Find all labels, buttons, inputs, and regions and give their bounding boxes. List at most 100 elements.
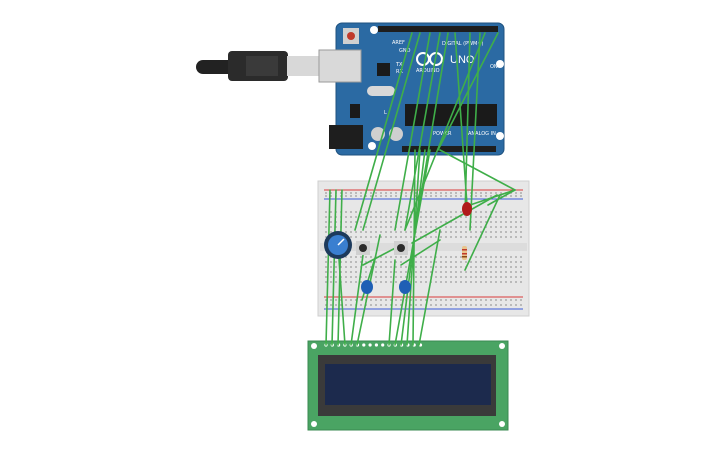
breadboard-hole	[380, 271, 382, 273]
breadboard-hole	[350, 266, 352, 268]
wire[interactable]	[331, 189, 337, 346]
wire[interactable]	[418, 229, 441, 346]
breadboard-hole	[370, 192, 372, 194]
breadboard-hole	[435, 281, 437, 283]
breadboard-hole	[405, 231, 407, 233]
breadboard-hole	[465, 231, 467, 233]
breadboard-hole	[455, 236, 457, 238]
breadboard-hole	[325, 192, 327, 194]
led-red[interactable]	[462, 202, 472, 216]
breadboard-hole	[420, 231, 422, 233]
reset-button-cap[interactable]	[347, 32, 355, 40]
breadboard-hole	[505, 226, 507, 228]
breadboard-hole	[495, 221, 497, 223]
pushbutton-2-cap[interactable]	[397, 244, 405, 252]
breadboard-hole	[475, 266, 477, 268]
breadboard-hole	[520, 271, 522, 273]
wire[interactable]	[412, 149, 416, 346]
breadboard-hole	[410, 231, 412, 233]
breadboard-hole	[480, 195, 482, 197]
usb-cable[interactable]	[196, 51, 319, 81]
breadboard-hole	[435, 304, 437, 306]
breadboard-hole	[475, 281, 477, 283]
resistor[interactable]	[462, 246, 467, 260]
capacitor-1-ceramic[interactable]	[361, 280, 373, 294]
wire[interactable]	[388, 259, 396, 346]
breadboard-hole	[325, 195, 327, 197]
breadboard-hole	[485, 195, 487, 197]
breadboard-hole	[460, 304, 462, 306]
breadboard-hole	[415, 261, 417, 263]
wire[interactable]	[469, 32, 481, 231]
wire[interactable]	[404, 32, 486, 231]
lcd-mount-hole	[311, 421, 317, 427]
breadboard-hole	[405, 211, 407, 213]
breadboard-hole	[495, 231, 497, 233]
wire[interactable]	[464, 32, 471, 216]
breadboard-hole	[460, 266, 462, 268]
breadboard-hole	[480, 266, 482, 268]
breadboard-hole	[350, 211, 352, 213]
breadboard-hole	[505, 261, 507, 263]
breadboard-hole	[395, 276, 397, 278]
breadboard-hole	[395, 256, 397, 258]
breadboard-hole	[500, 231, 502, 233]
breadboard-hole	[330, 304, 332, 306]
breadboard-hole	[350, 226, 352, 228]
breadboard-hole	[495, 266, 497, 268]
breadboard-hole	[380, 276, 382, 278]
lcd-screen[interactable]	[325, 364, 491, 405]
wires[interactable]	[325, 32, 516, 346]
breadboard-hole	[360, 256, 362, 258]
breadboard-hole	[370, 211, 372, 213]
lcd-pin	[374, 343, 378, 347]
wire[interactable]	[439, 149, 516, 191]
breadboard-hole	[510, 211, 512, 213]
breadboard-hole	[405, 271, 407, 273]
wire[interactable]	[411, 194, 498, 244]
potentiometer[interactable]	[324, 231, 352, 259]
lcd-module[interactable]	[307, 340, 509, 431]
wire[interactable]	[354, 32, 413, 231]
wire[interactable]	[337, 244, 346, 346]
breadboard-hole	[455, 281, 457, 283]
breadboard-hole	[515, 281, 517, 283]
wire[interactable]	[362, 32, 421, 231]
breadboard-hole	[520, 195, 522, 197]
pushbutton-2[interactable]	[394, 241, 408, 255]
wire[interactable]	[394, 32, 431, 231]
pushbutton-1[interactable]	[356, 241, 370, 255]
breadboard-hole	[465, 271, 467, 273]
breadboard-hole	[480, 192, 482, 194]
breadboard-hole	[440, 266, 442, 268]
breadboard-hole	[495, 211, 497, 213]
capacitor-2-ceramic[interactable]	[399, 280, 411, 294]
wire[interactable]	[487, 189, 516, 206]
wire[interactable]	[400, 239, 441, 266]
breadboard-hole	[440, 221, 442, 223]
breadboard-hole	[380, 236, 382, 238]
wire[interactable]	[454, 32, 468, 206]
breadboard-hole	[375, 299, 377, 301]
breadboard-hole	[385, 216, 387, 218]
breadboard-hole	[440, 195, 442, 197]
breadboard-hole	[460, 281, 462, 283]
wire[interactable]	[464, 194, 501, 271]
wire[interactable]	[325, 189, 331, 346]
wire[interactable]	[415, 32, 449, 226]
breadboard-hole	[390, 276, 392, 278]
wire[interactable]	[350, 254, 364, 346]
wire[interactable]	[437, 32, 499, 151]
breadboard-hole	[380, 304, 382, 306]
breadboard-hole	[385, 271, 387, 273]
breadboard-hole	[475, 276, 477, 278]
breadboard-hole	[380, 231, 382, 233]
breadboard-hole	[370, 236, 372, 238]
breadboard-hole	[325, 256, 327, 258]
breadboard-hole	[485, 192, 487, 194]
breadboard-hole	[375, 266, 377, 268]
pushbutton-1-cap[interactable]	[359, 244, 367, 252]
wire[interactable]	[404, 32, 441, 231]
